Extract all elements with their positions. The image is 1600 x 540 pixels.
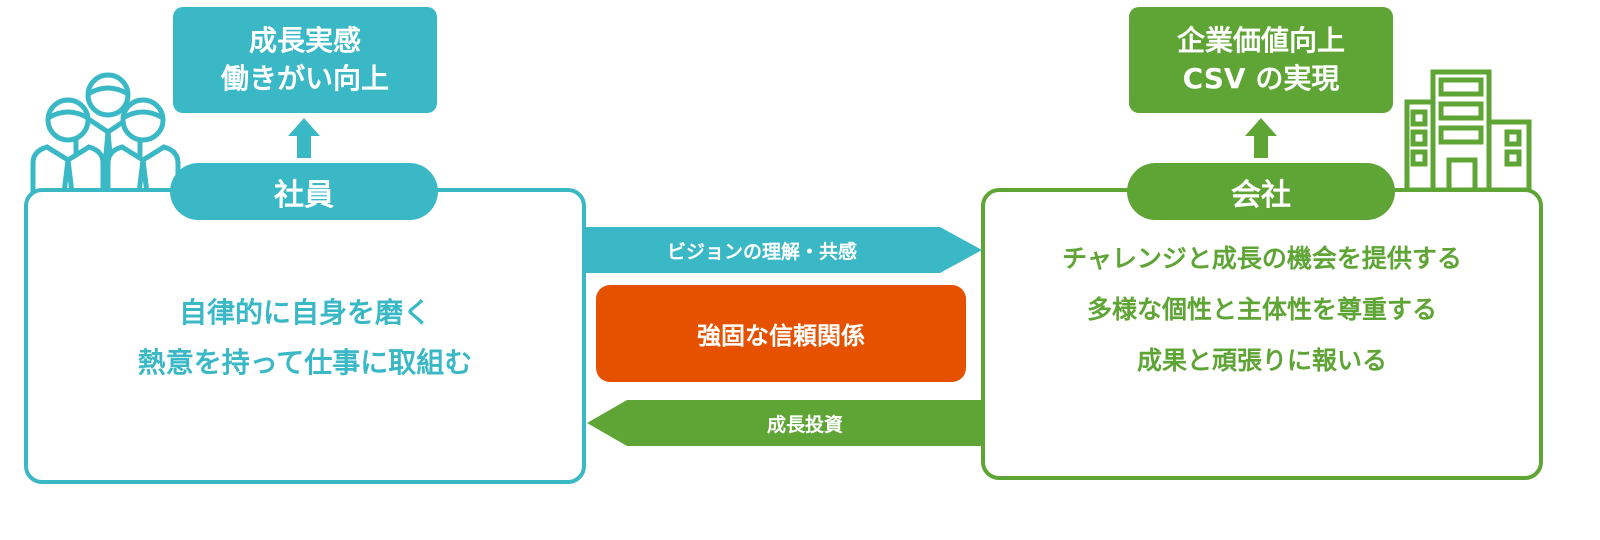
building-icon: [1404, 69, 1532, 192]
arrow-left-band: [587, 400, 983, 446]
employee-outcome-box: 成長実感 働きがい向上: [173, 7, 437, 113]
employee-statement: 熱意を持って仕事に取組む: [137, 346, 473, 379]
employees-icon: [30, 72, 181, 194]
company-outcome-line: CSV の実現: [1182, 62, 1340, 95]
arrow-right-band: [584, 227, 982, 273]
company-outcome-line: 企業価値向上: [1176, 24, 1345, 57]
arrow-up-icon: [1245, 118, 1277, 158]
employee-outcome-line: 成長実感: [248, 24, 361, 57]
employee-statement: 自律的に自身を磨く: [178, 296, 431, 329]
company-panel: チャレンジと成長の機会を提供する 多様な個性と主体性を尊重する 成果と頑張りに報…: [981, 188, 1543, 480]
trust-box: 強固な信頼関係: [596, 285, 966, 382]
trust-label: 強固な信頼関係: [697, 322, 865, 350]
flow-to-employee-label: 成長投資: [766, 413, 843, 436]
company-statement: チャレンジと成長の機会を提供する: [1062, 243, 1462, 273]
company-label: 会社: [1127, 163, 1395, 220]
employee-outcome-line: 働きがい向上: [220, 62, 389, 95]
company-statement: 多様な個性と主体性を尊重する: [1086, 294, 1437, 324]
flow-to-company-label: ビジョンの理解・共感: [666, 240, 857, 263]
arrow-up-icon: [288, 118, 320, 158]
company-outcome-box: 企業価値向上 CSV の実現: [1129, 7, 1393, 113]
employee-panel: 自律的に自身を磨く 熱意を持って仕事に取組む: [24, 188, 586, 484]
employee-label: 社員: [170, 163, 438, 220]
company-statement: 成果と頑張りに報いる: [1136, 345, 1387, 375]
